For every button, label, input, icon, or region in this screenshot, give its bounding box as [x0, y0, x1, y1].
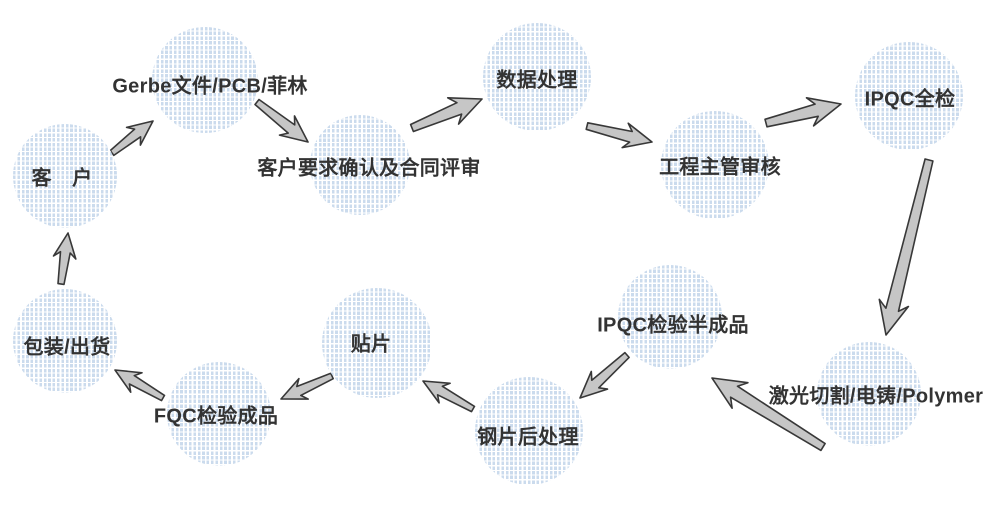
arrow-customer-to-gerber-file — [109, 120, 154, 157]
node-circle-ipqc-full-inspection — [855, 42, 963, 150]
node-label-engineering-review: 工程主管审核 — [659, 156, 781, 179]
node-circle-sheet-post-processing — [475, 377, 583, 485]
node-circle-ipqc-semi-inspection — [618, 265, 722, 369]
node-circle-gerber-file — [152, 27, 258, 133]
arrow-sheet-post-processing-to-smt-mounting — [422, 380, 476, 413]
node-circle-smt-mounting — [322, 288, 432, 398]
arrow-requirement-review-to-data-processing — [409, 97, 483, 133]
node-label-smt-mounting: 贴片 — [350, 333, 392, 356]
arrow-smt-mounting-to-fqc-inspection — [280, 372, 334, 400]
arrow-ipqc-semi-inspection-to-sheet-post-processing — [579, 351, 630, 399]
node-label-customer: 客 户 — [31, 167, 93, 190]
node-label-gerber-file: Gerbe文件/PCB/菲林 — [112, 75, 308, 98]
node-label-requirement-review: 客户要求确认及合同评审 — [257, 157, 481, 180]
arrow-packing-shipping-to-customer — [52, 232, 77, 286]
node-label-packing-shipping: 包装/出货 — [23, 336, 111, 359]
node-circle-laser-cutting — [817, 342, 921, 446]
node-circle-data-processing — [483, 23, 591, 131]
arrow-data-processing-to-engineering-review — [585, 122, 653, 149]
arrow-ipqc-full-inspection-to-laser-cutting — [878, 158, 934, 336]
node-circle-requirement-review — [310, 115, 410, 215]
node-circle-customer — [13, 124, 117, 228]
node-label-data-processing: 数据处理 — [496, 69, 578, 92]
arrow-gerber-file-to-requirement-review — [254, 98, 309, 143]
arrow-engineering-review-to-ipqc-full-inspection — [764, 97, 842, 128]
node-circle-fqc-inspection — [167, 362, 271, 466]
node-label-fqc-inspection: FQC检验成品 — [153, 405, 279, 428]
node-circle-engineering-review — [661, 111, 769, 219]
node-label-laser-cutting: 激光切割/电铸/Polymer — [768, 385, 984, 408]
arrow-laser-cutting-to-ipqc-semi-inspection — [711, 377, 826, 452]
arrow-fqc-inspection-to-packing-shipping — [114, 369, 166, 402]
node-label-sheet-post-processing: 钢片后处理 — [477, 426, 579, 449]
node-label-ipqc-full-inspection: IPQC全检 — [864, 88, 956, 111]
node-circle-packing-shipping — [13, 289, 117, 393]
node-label-ipqc-semi-inspection: IPQC检验半成品 — [597, 314, 749, 337]
